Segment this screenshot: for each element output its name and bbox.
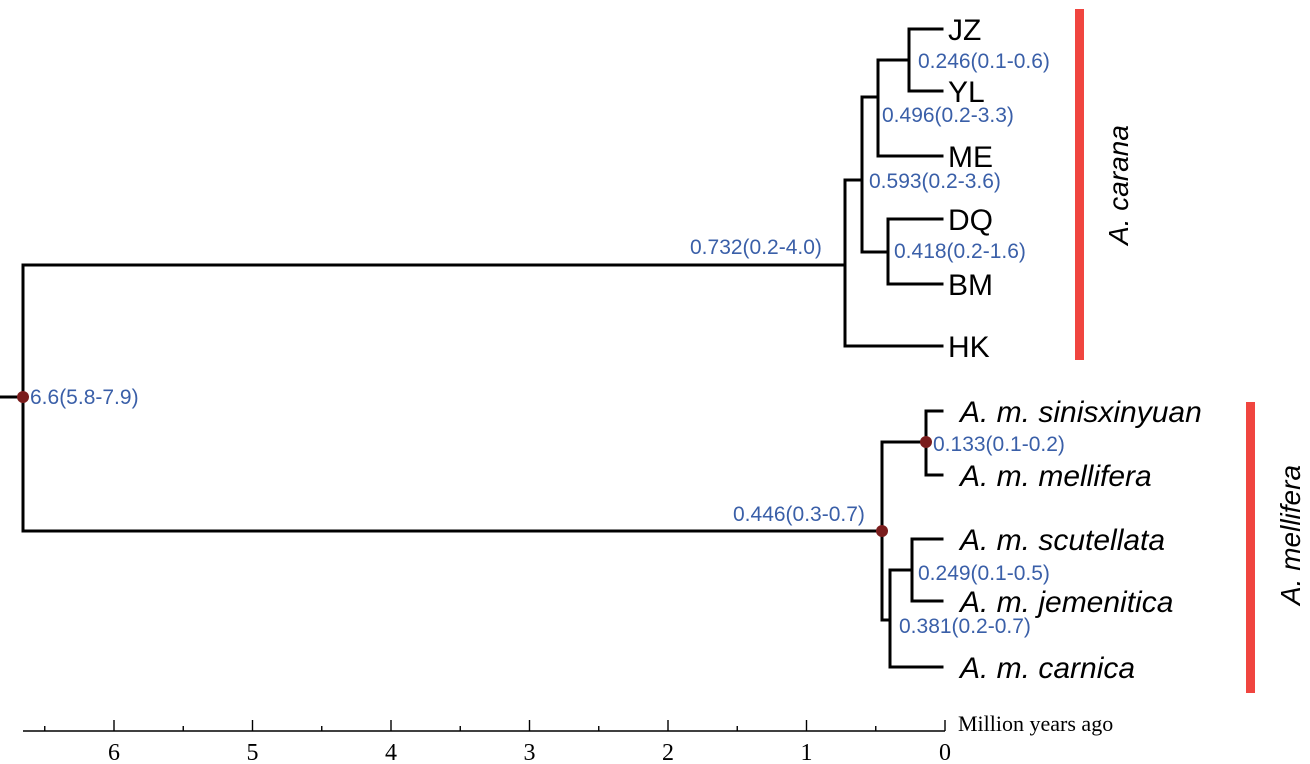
tip-label-jz: JZ xyxy=(948,14,981,47)
node-label-dq-bm: 0.418(0.2-1.6) xyxy=(894,240,1026,263)
tick-label: 3 xyxy=(524,740,536,764)
node-label-root: 6.6(5.8-7.9) xyxy=(30,386,139,409)
node-age-labels: 6.6(5.8-7.9) 0.732(0.2-4.0) 0.593(0.2-3.… xyxy=(30,50,1065,638)
mellifera-crown-calibration-dot xyxy=(876,525,888,537)
node-label-scut-jem-carn: 0.381(0.2-0.7) xyxy=(899,615,1031,638)
tick-label: 5 xyxy=(247,740,259,764)
carana-clade-bar xyxy=(1075,9,1084,360)
tip-label-sinisxinyuan: A. m. sinisxinyuan xyxy=(958,396,1202,429)
tick-label: 0 xyxy=(939,740,951,764)
tree-branches xyxy=(0,27,944,669)
node-label-jz-yl: 0.246(0.1-0.6) xyxy=(918,50,1050,73)
node-label-scut-jem: 0.249(0.1-0.5) xyxy=(918,562,1050,585)
root-calibration-dot xyxy=(17,391,29,403)
clade-annotations: A. carana A. mellifera xyxy=(1075,9,1306,693)
tip-label-scutellata: A. m. scutellata xyxy=(958,524,1165,557)
sin-mel-calibration-dot xyxy=(920,436,932,448)
tip-label-bm: BM xyxy=(948,269,993,302)
tick-label: 6 xyxy=(108,740,120,764)
node-label-mellifera-crown: 0.446(0.3-0.7) xyxy=(733,503,865,526)
axis-tick-labels: 6 5 4 3 2 1 0 xyxy=(108,740,951,764)
tip-labels: JZ YL ME DQ BM HK A. m. sinisxinyuan A. … xyxy=(948,14,1202,685)
axis-ticks xyxy=(44,720,946,731)
tick-label: 1 xyxy=(801,740,813,764)
tick-label: 4 xyxy=(385,740,397,764)
mellifera-clade-bar xyxy=(1246,402,1255,693)
tick-label: 2 xyxy=(662,740,674,764)
node-label-carana-crown: 0.732(0.2-4.0) xyxy=(690,236,822,259)
node-label-jz-yl-me: 0.496(0.2-3.3) xyxy=(882,104,1014,127)
tip-label-hk: HK xyxy=(948,331,990,364)
mellifera-clade-label: A. mellifera xyxy=(1275,465,1306,607)
tip-label-mellifera: A. m. mellifera xyxy=(958,460,1152,493)
time-axis: 6 5 4 3 2 1 0 Million years ago xyxy=(23,711,1113,764)
calibration-dots xyxy=(17,391,932,537)
tip-label-me: ME xyxy=(948,141,993,174)
node-label-sin-mel: 0.133(0.1-0.2) xyxy=(933,433,1065,456)
tip-label-jemenitica: A. m. jemenitica xyxy=(958,586,1173,619)
tip-label-dq: DQ xyxy=(948,204,993,237)
tip-label-yl: YL xyxy=(948,76,985,109)
node-label-carana-inner: 0.593(0.2-3.6) xyxy=(869,170,1001,193)
carana-clade-label: A. carana xyxy=(1103,125,1134,247)
tip-label-carnica: A. m. carnica xyxy=(958,652,1135,685)
axis-title: Million years ago xyxy=(958,711,1113,736)
